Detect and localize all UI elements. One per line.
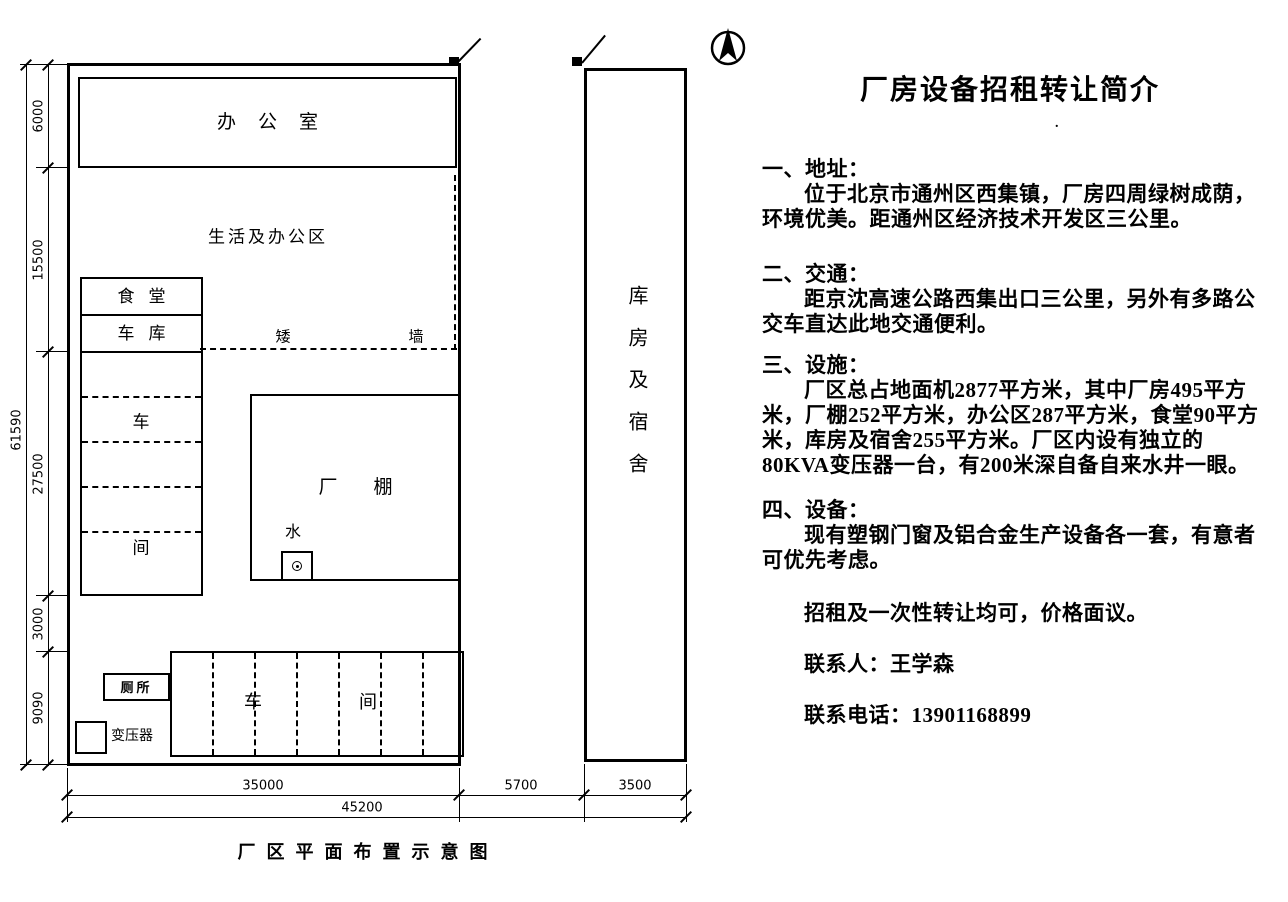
dim-label-9090: 9090 [31,691,47,725]
office-room: 办公室 [78,77,457,168]
bay-divider [212,653,214,755]
dim-label-6000: 6000 [31,99,47,133]
low-wall-label-1: 矮 [275,329,291,346]
section-heading: 四、设备： [762,498,870,522]
factory-shed: 厂棚 [250,394,461,581]
workshop-divider [82,396,201,398]
extension-line [36,167,67,168]
shed-label: 厂棚 [318,477,429,498]
transformer-box [75,721,107,754]
dim-label-3500: 3500 [618,778,652,794]
site-plan: 办公室 生活及办公区 矮 墙 食堂 车库 车 间 厂棚 水 [9,28,746,862]
office-label: 办公室 [216,112,340,133]
bay-divider [338,653,340,755]
dimension-line [67,817,687,818]
garage-room: 车库 [80,314,203,353]
section-body: 位于北京市通州区西集镇，厂房四周绿树成荫，环境优美。距通州区经济技术开发区三公里… [762,182,1256,231]
contact-phone: 联系电话：13901168899 [804,703,1032,727]
dashed-low-wall-line [200,348,457,350]
dim-label-15500: 15500 [31,239,47,281]
well-icon [292,561,302,571]
dim-label-3000: 3000 [31,607,47,641]
section-heading: 三、设施： [762,353,870,377]
living-area-label: 生活及办公区 [208,227,328,247]
bay-divider [296,653,298,755]
dashed-boundary-vertical [454,175,456,350]
gate-leaf-line [581,34,606,64]
bay-divider [254,653,256,755]
dimension-line [26,64,27,766]
bottom-workshop-label-2: 间 [359,692,377,712]
stray-dot: . [1055,116,1059,131]
workshop-divider [82,531,201,533]
workshop-divider [82,486,201,488]
extension-line [20,764,67,765]
page-title: 厂房设备招租转让简介 [859,75,1160,106]
extension-line [36,351,67,352]
section-heading: 二、交通： [762,262,870,286]
bottom-workshop-room [170,651,464,757]
water-well-box [281,551,313,581]
extension-line [36,595,67,596]
warehouse-building [584,68,687,762]
section-facilities: 三、设施： 厂区总占地面机2877平方米，其中厂房495平方米，厂棚252平方米… [762,353,1267,478]
note-line: 招租及一次性转让均可，价格面议。 [804,601,1148,625]
extension-line [20,64,67,65]
section-body: 厂区总占地面机2877平方米，其中厂房495平方米，厂棚252平方米，办公区28… [762,378,1259,477]
left-workshop-room [80,351,203,596]
dimension-line [48,64,49,766]
dim-label-35000: 35000 [242,778,284,794]
dimension-line [67,795,687,796]
bottom-workshop-label-1: 车 [244,692,262,712]
gate-post [449,57,459,66]
canteen-room: 食堂 [80,277,203,316]
section-body: 现有塑钢门窗及铝合金生产设备各一套，有意者可优先考虑。 [762,523,1256,572]
section-body: 距京沈高速公路西集出口三公里，另外有多路公交车直达此地交通便利。 [762,287,1256,336]
section-address: 一、地址： 位于北京市通州区西集镇，厂房四周绿树成荫，环境优美。距通州区经济技术… [762,157,1267,232]
section-transport: 二、交通： 距京沈高速公路西集出口三公里，另外有多路公交车直达此地交通便利。 [762,262,1267,337]
section-heading: 一、地址： [762,157,870,181]
toilet-label: 厕所 [120,679,153,695]
garage-label: 车库 [117,324,180,343]
low-wall-label-2: 墙 [408,329,424,346]
contact-name: 联系人：王学森 [804,652,955,676]
toilet-room: 厕所 [103,673,170,701]
canteen-label: 食堂 [117,287,180,306]
extension-line [36,651,67,652]
transformer-label: 变压器 [111,729,153,744]
bay-divider [380,653,382,755]
gate-post [572,57,582,66]
workshop-divider [82,441,201,443]
dim-label-27500: 27500 [31,453,47,495]
gate-leaf-line [456,37,482,64]
section-equipment: 四、设备： 现有塑钢门窗及铝合金生产设备各一套，有意者可优先考虑。 [762,498,1267,573]
dim-label-45200: 45200 [341,800,383,816]
brochure-body: 一、地址： 位于北京市通州区西集镇，厂房四周绿树成荫，环境优美。距通州区经济技术… [762,157,1267,754]
dim-label-5700: 5700 [504,778,538,794]
north-arrow-icon [710,28,746,66]
left-workshop-label-2: 间 [132,538,150,558]
dim-label-61590: 61590 [9,409,25,451]
water-label: 水 [284,524,302,541]
plan-caption: 厂区平面布置示意图 [237,842,499,862]
warehouse-label: 库房及宿舍 [625,285,647,495]
bay-divider [422,653,424,755]
well-dot-icon [295,564,299,568]
left-workshop-label-1: 车 [132,412,150,432]
